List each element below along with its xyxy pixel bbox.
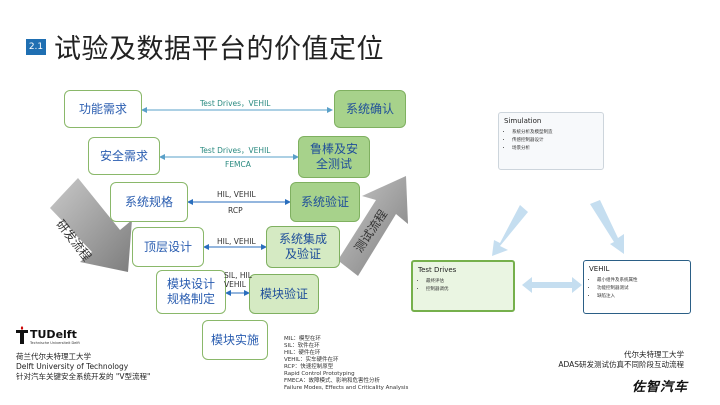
right-caption-line-1: 代尔夫特理工大学 [624, 350, 684, 359]
simulation-title: Simulation [504, 117, 542, 125]
box-system-verification: 系统验证 [290, 182, 360, 222]
box-robust-safety-test: 鲁棒及安 全测试 [298, 136, 370, 178]
vehil-item-1: 最小组件及系统属性 [597, 277, 685, 285]
box-system-spec: 系统规格 [110, 182, 188, 222]
link-label-3a: HIL, VEHIL [217, 190, 256, 199]
box-module-design: 模块设计 规格制定 [156, 270, 226, 314]
link-label-4: HIL, VEHIL [217, 237, 256, 246]
cycle-arrow-right [590, 200, 624, 254]
test-drives-title: Test Drives [418, 266, 457, 274]
link-label-2b: FEMCA [225, 160, 251, 169]
box-top-design: 顶层设计 [132, 227, 204, 267]
tudelft-flame-icon [16, 326, 28, 344]
box-safety-requirements: 安全需求 [88, 137, 160, 175]
box-module-implementation: 模块实施 [202, 320, 268, 360]
cycle-arrows [492, 200, 624, 293]
tudelft-wordmark: TUDelft [30, 328, 77, 341]
page-title: 试验及数据平台的价值定位 [54, 34, 384, 65]
abbreviation-legend: MIL：模型在环 SIL：软件在环 HIL：硬件在环 VEHIL：实车硬件在环 … [284, 336, 409, 391]
box-system-validation: 系统确认 [334, 90, 406, 128]
cycle-arrow-left [492, 205, 528, 256]
test-drives-item-2: 控制器调优 [426, 286, 508, 294]
dev-flow-arrow [50, 178, 132, 272]
test-drives-box: Test Drives 最终评估 控制器调优 [411, 260, 515, 312]
test-flow-arrow [338, 176, 408, 276]
left-caption-line-1: 荷兰代尔夫特理工大学 [16, 352, 91, 361]
test-drives-item-1: 最终评估 [426, 278, 508, 286]
simulation-item-1: 系统分析及模型制造 [512, 129, 598, 137]
left-caption-line-3: 针对汽车关键安全系统开发的 "V型流程" [16, 372, 151, 381]
vehil-item-3: 缺陷注入 [597, 293, 685, 301]
tudelft-subtitle: Technische Universiteit Delft [30, 341, 80, 345]
simulation-box: Simulation 系统分析及模型制造 传感控制器设计 场景分析 [498, 112, 604, 170]
box-functional-requirements: 功能需求 [64, 90, 142, 128]
link-label-2a: Test Drives，VEHIL [200, 146, 271, 155]
vehil-item-2: 功能控制器测试 [597, 285, 685, 293]
link-label-3b: RCP [228, 206, 243, 215]
left-caption-line-2: Delft University of Technology [16, 362, 129, 371]
cycle-arrow-bottom [522, 277, 582, 293]
section-badge: 2.1 [26, 39, 46, 55]
tudelft-logo: TUDelft Technische Universiteit Delft [14, 326, 84, 348]
right-caption-line-2: ADAS研发测试仿真不同阶段互动流程 [558, 360, 684, 369]
box-module-verification: 模块验证 [249, 274, 319, 314]
simulation-item-2: 传感控制器设计 [512, 137, 598, 145]
link-label-5: SIL, HIL VEHIL [224, 271, 252, 289]
brand-logo: 佐智汽车 [632, 380, 689, 395]
vehil-box: VEHIL 最小组件及系统属性 功能控制器测试 缺陷注入 [583, 260, 691, 314]
box-system-integration: 系统集成 及验证 [266, 226, 340, 268]
vehil-title: VEHIL [589, 265, 610, 273]
link-label-1: Test Drives，VEHIL [200, 99, 271, 108]
simulation-item-3: 场景分析 [512, 145, 598, 153]
